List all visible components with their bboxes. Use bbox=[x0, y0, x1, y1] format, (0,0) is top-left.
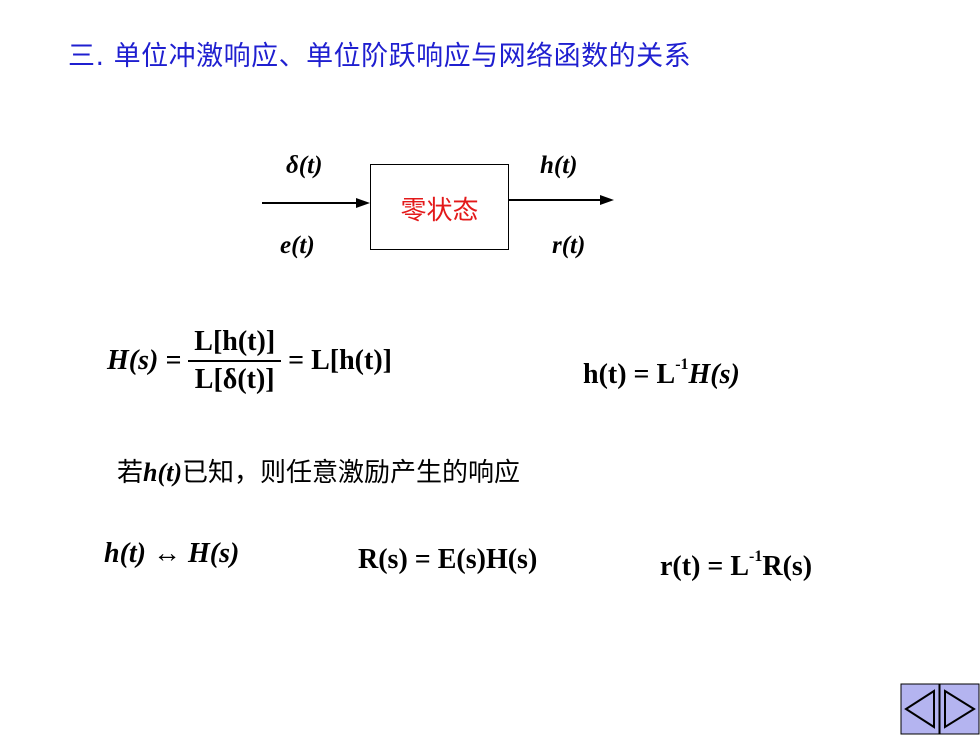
H-lhs: H(s) = bbox=[107, 345, 182, 376]
triangle-right-icon[interactable] bbox=[944, 689, 976, 729]
slide-title: 三. 单位冲激响应、单位阶跃响应与网络函数的关系 bbox=[68, 41, 692, 72]
response-product: R(s) = E(s)H(s) bbox=[358, 544, 538, 575]
statement-var: h(t) bbox=[143, 458, 183, 487]
block-diagram: 零状态 δ(t) e(t) h(t) r(t) bbox=[0, 0, 980, 300]
slide-navigation bbox=[900, 683, 980, 735]
statement-line: 若h(t)已知，则任意激励产生的响应 bbox=[117, 452, 520, 489]
input-arrow-head bbox=[356, 198, 370, 208]
zero-state-box bbox=[370, 164, 509, 250]
statement-prefix: 若 bbox=[117, 458, 144, 488]
output-arrow-head bbox=[600, 195, 614, 205]
nav-svg bbox=[900, 683, 980, 735]
H-rhs: = L[h(t)] bbox=[288, 345, 392, 376]
signal-arrows bbox=[262, 195, 614, 208]
triangle-left-icon[interactable] bbox=[904, 689, 935, 729]
statement-suffix: 已知，则任意激励产生的响应 bbox=[182, 458, 521, 488]
h-inverse-sup: -1 bbox=[675, 356, 689, 373]
input-label-delta: δ(t) bbox=[286, 152, 323, 179]
h-inverse-lhs: h(t) = L bbox=[583, 359, 676, 390]
r-rhs: R(s) bbox=[762, 551, 813, 582]
inverse-transform-r: r(t) = L-1R(s) bbox=[660, 548, 812, 583]
fraction-numerator: L[h(t)] bbox=[188, 326, 282, 362]
output-label-r: r(t) bbox=[552, 232, 586, 259]
h-inverse-rhs: H(s) bbox=[688, 359, 740, 390]
fraction: L[h(t)] L[δ(t)] bbox=[188, 326, 282, 396]
r-lhs: r(t) = L bbox=[660, 551, 750, 582]
output-label-h: h(t) bbox=[540, 152, 578, 179]
network-function-equation: H(s) = L[h(t)] L[δ(t)] = L[h(t)] bbox=[107, 326, 392, 396]
inverse-transform-h: h(t) = L-1H(s) bbox=[583, 356, 740, 391]
zero-state-label: 零状态 bbox=[400, 196, 479, 226]
transform-pair: h(t) ↔ H(s) bbox=[104, 538, 240, 569]
r-sup: -1 bbox=[749, 548, 763, 565]
input-label-e: e(t) bbox=[280, 232, 315, 259]
fraction-denominator: L[δ(t)] bbox=[194, 364, 275, 395]
